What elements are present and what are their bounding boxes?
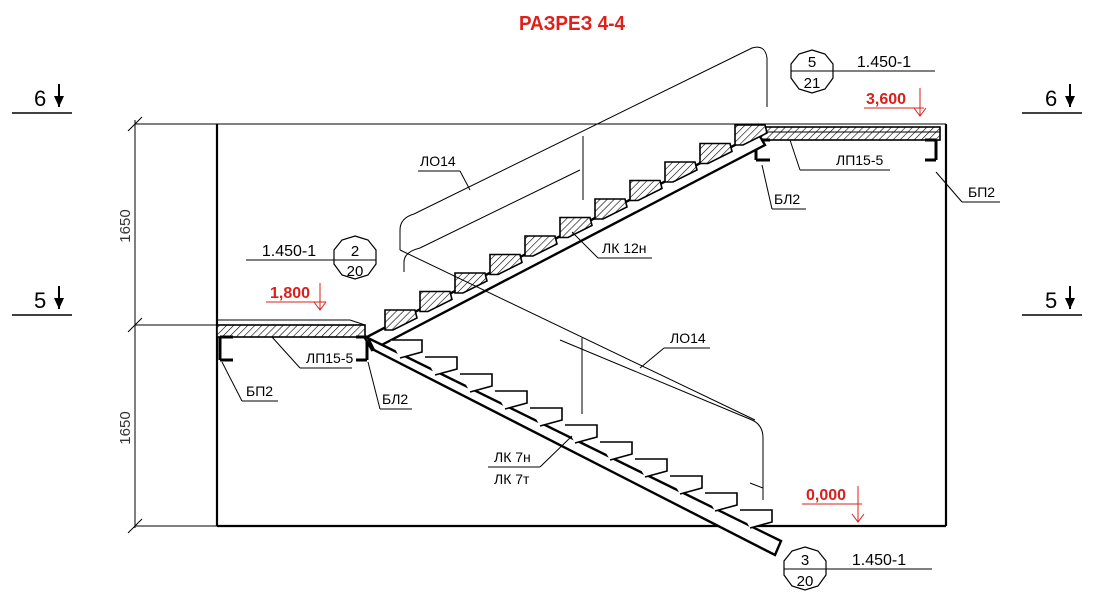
label-text: ЛП15-5 — [836, 152, 883, 168]
lower-step — [460, 373, 493, 393]
upper-step — [734, 124, 768, 146]
label-text: ЛО14 — [670, 330, 706, 346]
elevation-value: 0,000 — [806, 487, 846, 504]
callout-ref: 1.450-1 — [852, 552, 906, 569]
level-number: 5 — [1045, 288, 1057, 313]
upper-step — [594, 198, 628, 220]
label-flight-lower: ЛК 7н ЛК 7т — [488, 435, 573, 487]
upper-step — [629, 179, 663, 202]
callout-5-21: 5 21 1.450-1 — [790, 49, 935, 94]
label-beam-top-right: БП2 — [935, 171, 1000, 203]
upper-step — [419, 290, 453, 313]
label-landing-top: ЛП15-5 — [789, 139, 890, 171]
label-text: БЛ2 — [774, 191, 800, 207]
lower-step — [740, 509, 773, 529]
upper-step — [489, 253, 523, 276]
label-beam-mid-left: БП2 — [221, 361, 278, 402]
landing-slab-mid — [216, 319, 369, 362]
label-landing-mid: ЛП15-5 — [271, 336, 353, 369]
elevation-value: 1,800 — [270, 285, 310, 302]
label-text: ЛК 7т — [494, 471, 530, 487]
arrow-down-icon — [1065, 298, 1075, 309]
callout-number: 2 — [351, 243, 359, 260]
callout-ref: 1.450-1 — [857, 54, 911, 71]
callout-sheet: 20 — [797, 573, 814, 590]
dimension-lower: 1650 — [117, 411, 134, 444]
level-number: 6 — [34, 86, 46, 111]
lower-step — [600, 441, 633, 461]
label-text: БЛ2 — [382, 391, 408, 407]
upper-step — [384, 309, 418, 331]
label-railing-upper: ЛО14 — [418, 153, 471, 191]
elevation-value: 3,600 — [866, 91, 906, 108]
flight-upper — [363, 124, 768, 352]
arrow-down-icon — [54, 96, 64, 107]
callout-3-20: 3 20 1.450-1 — [783, 546, 932, 591]
lower-step — [705, 492, 738, 512]
elevation-mark-mid: 1,800 — [266, 283, 327, 311]
level-marker-right-top: 6 — [1022, 84, 1082, 114]
arrow-down-icon — [54, 298, 64, 309]
arrow-down-icon — [1065, 96, 1075, 107]
lower-step — [530, 407, 563, 427]
level-number: 6 — [1045, 86, 1057, 111]
label-text: БП2 — [246, 383, 273, 399]
lower-step — [670, 475, 703, 495]
elevation-mark-bottom: 0,000 — [802, 486, 865, 523]
elevation-mark-top: 3,600 — [864, 88, 927, 117]
label-flight-upper: ЛК 12н — [571, 231, 652, 259]
label-beam-mid-right: БЛ2 — [367, 361, 412, 410]
dimension-line — [127, 116, 217, 534]
level-marker-right-mid: 5 — [1022, 286, 1082, 316]
flight-lower — [365, 335, 783, 557]
callout-number: 3 — [801, 552, 809, 569]
label-text: БП2 — [968, 184, 995, 200]
callout-sheet: 21 — [804, 75, 821, 92]
label-text: ЛК 12н — [602, 240, 647, 256]
upper-flight-steps — [384, 124, 768, 331]
dimension-upper: 1650 — [117, 209, 134, 242]
label-text: ЛО14 — [420, 153, 456, 169]
upper-step — [454, 272, 488, 294]
label-text: ЛК 7н — [494, 449, 531, 465]
callout-2-20: 2 20 1.450-1 — [246, 235, 377, 280]
lower-flight-steps — [390, 339, 773, 529]
upper-step — [699, 142, 733, 165]
lower-step — [495, 390, 528, 410]
lower-step — [390, 339, 423, 359]
railing-lower — [399, 249, 764, 500]
lower-step — [425, 356, 458, 376]
section-title: РАЗРЕЗ 4-4 — [519, 13, 626, 35]
upper-step — [524, 235, 558, 257]
upper-step — [664, 161, 698, 183]
lower-step — [565, 424, 598, 444]
upper-step — [559, 216, 593, 239]
label-railing-lower: ЛО14 — [639, 330, 710, 369]
callout-number: 5 — [808, 54, 816, 71]
level-marker-left-top: 6 — [12, 84, 72, 114]
callout-ref: 1.450-1 — [262, 243, 316, 260]
label-text: ЛП15-5 — [306, 350, 353, 366]
landing-slab-top — [753, 126, 941, 162]
callout-sheet: 20 — [347, 263, 364, 280]
level-number: 5 — [34, 288, 46, 313]
lower-step — [635, 458, 668, 478]
level-marker-left-mid: 5 — [12, 286, 72, 316]
label-beam-top-left: БЛ2 — [761, 164, 806, 210]
